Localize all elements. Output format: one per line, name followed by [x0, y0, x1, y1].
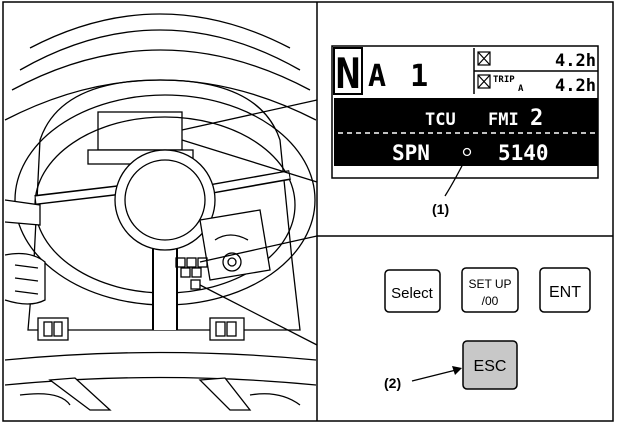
callout-arrowhead-2 [452, 366, 462, 375]
spn-label: SPN [392, 141, 430, 165]
fmi-value: 2 [530, 106, 543, 131]
escape-button-label: ESC [474, 358, 507, 375]
range-indicator: A 1 [368, 59, 431, 94]
hourglass-icon [477, 51, 491, 66]
dashboard-lcd [97, 111, 183, 151]
spn-value: 5140 [498, 141, 549, 165]
unit-label: TCU [425, 110, 456, 130]
select-button-label: Select [391, 285, 434, 302]
callout-dot-1 [462, 147, 472, 157]
gear-box [333, 47, 363, 95]
callout-arrow-2 [411, 369, 457, 382]
trip-sub-label: A [518, 84, 524, 94]
lcd-detail: N A 1 4.2h TRIP A 4.2h TCU FMI 2 SPN 514… [331, 45, 599, 217]
setup-button[interactable]: SET UP /00 [461, 267, 519, 313]
callout-leader-1 [444, 155, 468, 197]
enter-button-label: ENT [549, 284, 581, 301]
trip-value: 4.2h [555, 76, 596, 96]
button-panel: Select SET UP /00 ENT ESC (2) [384, 267, 591, 391]
dashboard-illustration [4, 13, 316, 411]
callout-1-label: (1) [432, 201, 449, 217]
zoom-line-lcd-lower [181, 139, 318, 183]
zoom-line-lcd [181, 99, 318, 131]
callout-2-label: (2) [384, 375, 401, 391]
gear-indicator: N [335, 49, 360, 98]
hour-meter-value: 4.2h [555, 51, 596, 71]
zoom-line-buttons [199, 235, 318, 263]
trip-label: TRIP [493, 75, 515, 85]
setup-button-label-2: /00 [482, 294, 499, 308]
zoom-line-buttons-lower [199, 284, 318, 346]
fmi-label: FMI [488, 110, 519, 130]
trip-hourglass-icon [477, 74, 491, 89]
enter-button[interactable]: ENT [539, 267, 591, 313]
escape-button[interactable]: ESC [462, 340, 518, 390]
setup-button-label-1: SET UP [468, 277, 511, 291]
select-button[interactable]: Select [384, 269, 441, 313]
